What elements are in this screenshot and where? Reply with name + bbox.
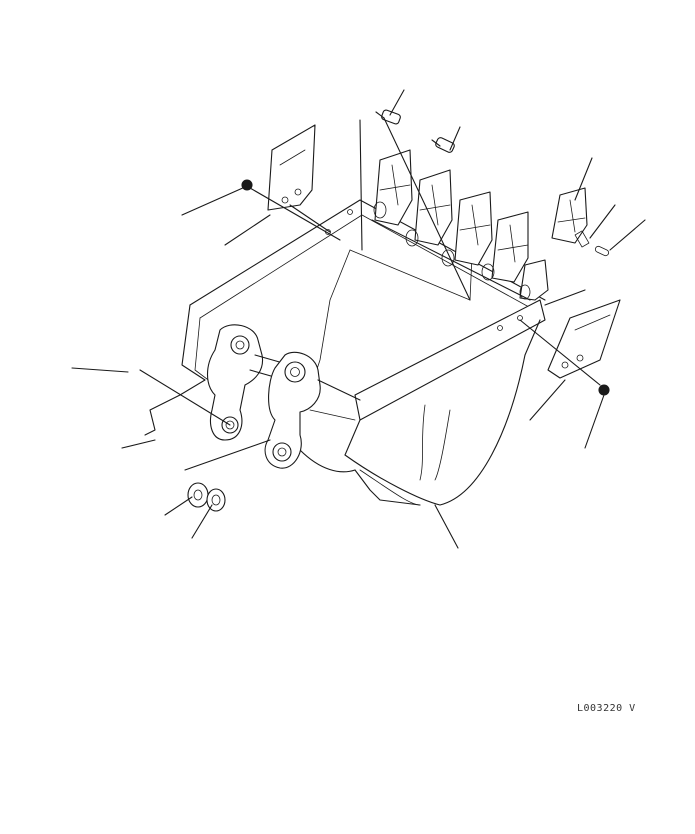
- assembly-lines: [139, 117, 601, 471]
- bucket-body: [181, 199, 546, 506]
- spare-tooth-and-pins: [551, 187, 610, 257]
- leader-lines: [71, 89, 646, 549]
- side-cutters: [267, 124, 621, 379]
- drawing-code: L003220 V: [577, 703, 636, 714]
- tooth-adapters: [373, 149, 549, 301]
- hinge-brackets: [206, 324, 361, 469]
